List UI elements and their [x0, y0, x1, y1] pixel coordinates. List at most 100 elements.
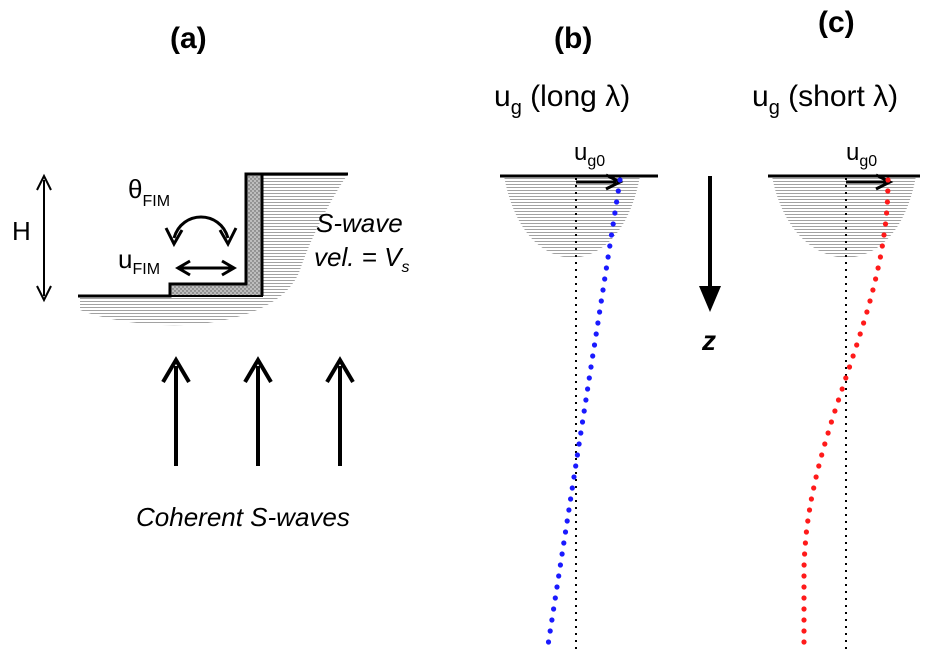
profile-point-long [602, 276, 608, 282]
profile-point-short [850, 353, 856, 359]
rotation-arrow-icon [172, 215, 230, 239]
profile-point-short [802, 540, 809, 546]
height-arrow-bottom-icon [36, 285, 52, 303]
profile-point-long [612, 210, 618, 216]
profile-point-short [864, 309, 870, 315]
profile-point-short [801, 628, 807, 634]
rotation-arrowhead-left-icon [164, 227, 184, 248]
soil-bowl-c [772, 176, 916, 258]
soil-bowl-b [504, 176, 640, 258]
profile-point-long [557, 562, 564, 568]
profile-point-long [552, 595, 558, 601]
profile-point-short [885, 188, 891, 194]
panel-b: (b) ug (long λ) ug0 [494, 22, 658, 651]
profile-point-short [884, 210, 890, 216]
profile-point-long [569, 485, 575, 491]
profile-point-long [593, 331, 599, 337]
u-fim-arrowhead-left-icon [175, 259, 191, 277]
wave-arrowhead-2-icon [243, 356, 273, 384]
profile-point-long [549, 617, 555, 623]
profile-point-long [603, 265, 610, 271]
profile-point-short [813, 474, 819, 480]
profile-point-short [802, 551, 808, 557]
profile-point-short [879, 243, 885, 249]
profile-point-short [854, 342, 860, 348]
profile-point-long [607, 243, 613, 249]
panel-c-title: ug (short λ) [752, 80, 898, 119]
profile-point-short [843, 375, 849, 381]
displacement-profile-short [801, 177, 891, 645]
incident-wave-arrows [161, 356, 355, 466]
profile-point-short [861, 320, 867, 326]
profile-point-short [822, 441, 828, 447]
soil-region-a [80, 174, 348, 326]
profile-point-long [591, 342, 598, 348]
profile-point-short [801, 606, 807, 612]
rotation-arrowhead-right-icon [218, 227, 238, 248]
profile-point-short [801, 617, 807, 623]
profile-point-long [554, 584, 560, 590]
displacement-profile-long [545, 177, 623, 645]
profile-point-long [608, 232, 615, 238]
profile-point-short [819, 452, 825, 458]
profile-point-long [598, 298, 604, 304]
profile-point-short [801, 639, 807, 645]
profile-point-short [806, 507, 813, 513]
profile-point-short [801, 584, 807, 590]
profile-point-long [561, 540, 567, 546]
depth-arrowhead-icon [699, 286, 721, 312]
profile-point-long [576, 441, 582, 447]
profile-point-long [579, 419, 586, 425]
profile-point-short [877, 254, 884, 260]
height-arrow-top-icon [36, 173, 52, 191]
profile-point-short [857, 331, 863, 337]
profile-point-long [574, 452, 581, 458]
profile-point-long [614, 199, 620, 205]
profile-point-long [585, 386, 591, 392]
profile-point-short [803, 529, 810, 535]
profile-point-long [595, 320, 601, 326]
u-fim-arrowhead-right-icon [221, 259, 237, 277]
profile-point-short [801, 573, 807, 579]
profile-point-long [551, 606, 557, 612]
coherent-swaves-caption: Coherent S-waves [136, 502, 350, 532]
profile-point-long [573, 463, 579, 469]
profile-point-long [556, 573, 562, 579]
foundation-block [169, 173, 263, 297]
profile-point-long [583, 397, 589, 403]
profile-point-short [828, 419, 835, 425]
profile-point-short [867, 298, 873, 304]
surface-arrowhead-c-icon [875, 173, 894, 191]
profile-point-long [615, 188, 621, 194]
panel-a-label: (a) [170, 22, 207, 55]
depth-axis: z [699, 176, 721, 356]
profile-point-short [832, 408, 838, 414]
profile-point-short [825, 430, 831, 436]
profile-point-short [835, 397, 842, 403]
profile-point-short [884, 199, 891, 205]
profile-point-long [559, 551, 565, 557]
profile-point-long [564, 518, 570, 524]
profile-point-short [801, 595, 807, 601]
depth-axis-label: z [701, 325, 716, 356]
profile-point-short [801, 562, 807, 568]
profile-point-short [873, 276, 879, 282]
panel-b-label: (b) [554, 22, 592, 55]
profile-point-short [885, 177, 891, 183]
profile-point-short [805, 518, 811, 524]
surface-label-b: ug0 [574, 139, 605, 170]
panel-c: (c) ug (short λ) ug0 [752, 6, 920, 651]
profile-point-long [617, 177, 623, 183]
swave-text-line1: S-wave [316, 208, 403, 238]
swave-text-line2: vel. = Vs [314, 242, 409, 276]
profile-point-short [811, 485, 817, 491]
profile-point-short [846, 364, 853, 370]
u-fim-label: uFIM [118, 244, 160, 278]
profile-point-long [605, 254, 611, 260]
profile-point-long [597, 309, 603, 315]
panel-a: (a) H θFIM uFIM S-wave vel. = Vs [12, 22, 409, 532]
profile-point-long [586, 375, 592, 381]
theta-fim-label: θFIM [128, 174, 170, 210]
profile-point-long [545, 639, 552, 645]
height-symbol: H [12, 216, 31, 246]
